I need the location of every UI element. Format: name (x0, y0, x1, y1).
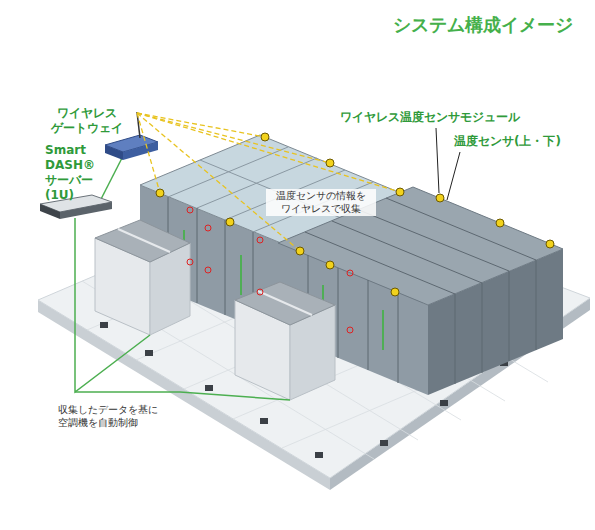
gateway-side (123, 142, 158, 160)
temperature-sensor (187, 207, 353, 333)
control-wire (75, 158, 290, 400)
callout-label: ワイヤレス温度センサモジュール (340, 110, 550, 125)
note: 収集したデータを基に 空調機を自動制御 (58, 404, 168, 429)
server-front (40, 204, 60, 219)
gateway-front (105, 145, 123, 160)
note: 温度センサの情報を ワイヤレスで収集 (266, 189, 376, 216)
raised-floor (38, 188, 590, 478)
diagram-title: システム構成イメージ (393, 14, 573, 37)
server-side (60, 202, 112, 219)
device-label: ワイヤレス ゲートウェイ (48, 106, 126, 136)
air-conditioner-top (235, 282, 335, 325)
rack-led (183, 230, 242, 295)
wireless-sensor (156, 133, 554, 296)
callout-label: 温度センサ(上・下) (454, 134, 589, 149)
air-conditioner-top (95, 220, 190, 262)
rack-doors (305, 198, 536, 384)
wireless-link (137, 113, 400, 251)
device-label: Smart DASH® サーバー(1U) (45, 143, 121, 203)
